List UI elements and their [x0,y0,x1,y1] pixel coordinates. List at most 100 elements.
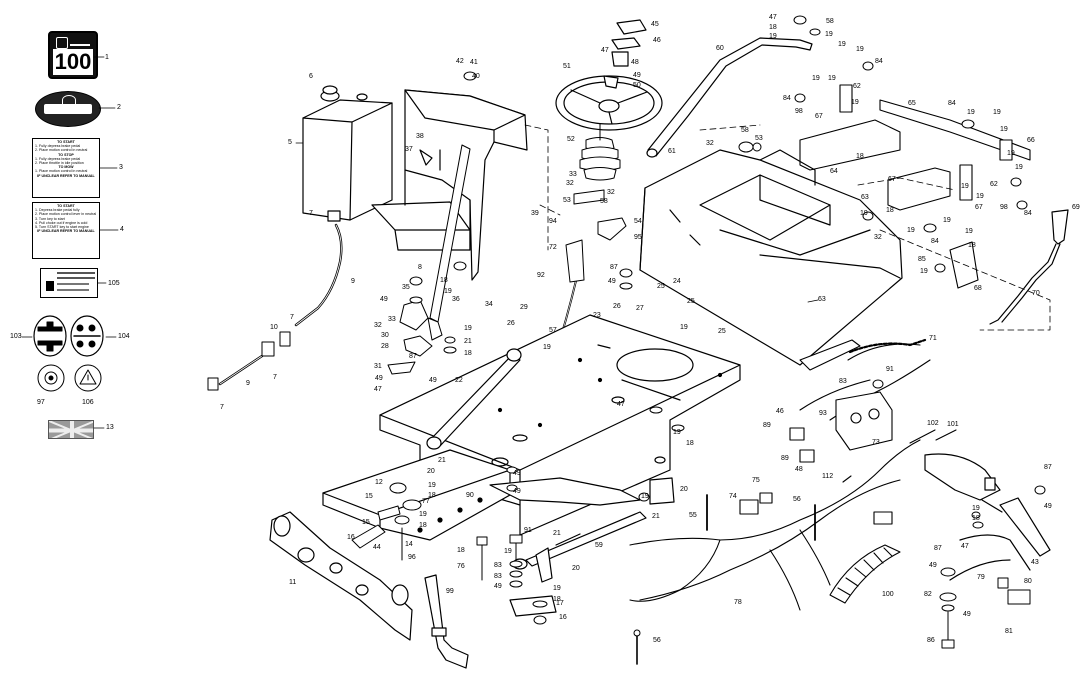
callout-number: 16 [347,534,355,541]
callout-number: 67 [815,113,823,120]
callout-number: 93 [819,410,827,417]
callout-number: 92 [537,272,545,279]
callout-number: 49 [513,488,521,495]
callout-number: 19 [464,325,472,332]
decal-card-warning-105 [40,268,98,298]
callout-number: 29 [520,304,528,311]
callout-number: 18 [419,522,427,529]
callout-number: 84 [875,58,883,65]
callout-number: 18 [972,515,980,522]
callout-number: 21 [464,338,472,345]
callout-number: 15 [362,519,370,526]
decal-line-icon [57,272,95,274]
callout-number: 84 [931,238,939,245]
callout-number: 43 [1031,559,1039,566]
callout-number: 4 [120,226,124,233]
callout-number: 79 [977,574,985,581]
card-3-line: TO MOW [58,165,74,170]
callout-number: 26 [613,303,621,310]
callout-number: 91 [886,366,894,373]
callout-number: 62 [990,181,998,188]
callout-number: 33 [388,316,396,323]
callout-number: 13 [106,424,114,431]
callout-number: 99 [446,588,454,595]
callout-number: 55 [689,512,697,519]
shift-lever [989,209,1069,325]
callout-number: 104 [118,333,130,340]
callout-number: 7 [273,374,277,381]
callout-number: 98 [795,108,803,115]
decal-card-instructions-3: TO START 1. Fully depress brake pedal 2.… [32,138,100,198]
callout-number: 19 [993,109,1001,116]
callout-number: 19 [504,548,512,555]
callout-number: 18 [968,242,976,249]
callout-number: 58 [741,127,749,134]
dash-console [371,89,528,281]
decal-97-icon [37,364,65,392]
callout-number: 21 [438,457,446,464]
callout-number: 19 [967,109,975,116]
callout-number: 19 [1015,164,1023,171]
steering-wheel [555,19,663,131]
relay-bracket-73 [789,339,893,463]
callout-number: 58 [600,198,608,205]
callout-number: 9 [246,380,250,387]
callout-number: 25 [657,283,665,290]
callout-number: 46 [776,408,784,415]
callout-number: 26 [507,320,515,327]
callout-number: 12 [375,479,383,486]
callout-number: 19 [1007,150,1015,157]
callout-number: 19 [838,41,846,48]
callout-number: 49 [608,278,616,285]
callout-number: 80 [1024,578,1032,585]
callout-number: 87 [934,545,942,552]
callout-number: 58 [826,18,834,25]
callout-number: 84 [783,95,791,102]
card-4-line: 5. Turn START key to start engine [35,225,89,230]
card-3-line: TO START [57,140,75,144]
callout-number: 19 [828,75,836,82]
callout-number: 44 [373,544,381,551]
callout-number: 22 [455,377,463,384]
callout-number: 25 [687,298,695,305]
callout-number: 27 [636,305,644,312]
callout-number: 84 [1024,210,1032,217]
callout-number: 18 [553,596,561,603]
callout-number: 18 [856,153,864,160]
bolt-56 [633,629,641,665]
callout-number: 19 [943,217,951,224]
assembly-dash-lines [524,124,1051,331]
callout-number: 19 [769,33,777,40]
callout-number: 83 [494,562,502,569]
callout-number: 28 [381,343,389,350]
decal-line-icon [57,289,89,291]
callout-number: 33 [569,171,577,178]
callout-number: 64 [830,168,838,175]
callout-number: 54 [634,218,642,225]
callout-number: 25 [718,328,726,335]
callout-number: 36 [452,296,460,303]
callout-number: 89 [763,422,771,429]
callout-number: 86 [927,637,935,644]
callout-number: 84 [948,100,956,107]
flag-cross-icon [49,421,93,438]
callout-number: 19 [976,193,984,200]
fuel-tank [295,85,393,222]
decal-103-icon [33,315,67,357]
card-3-line: TO STOP [58,152,74,157]
callout-number: 2 [117,104,121,111]
steering-boot [573,123,627,241]
callout-number: 19 [907,227,915,234]
callout-number: 18 [440,277,448,284]
decal-badge: 100 [48,31,98,79]
callout-number: 19 [961,183,969,190]
callout-number: 49 [1044,503,1052,510]
callout-number: 32 [874,234,882,241]
callout-number: 19 [673,429,681,436]
callout-number: 91 [524,527,532,534]
callout-number: 40 [472,73,480,80]
callout-number: 19 [920,268,928,275]
callout-number: 89 [781,455,789,462]
card-3-line: 2. Place throttle in idle position [35,161,84,166]
callout-number: 41 [470,59,478,66]
